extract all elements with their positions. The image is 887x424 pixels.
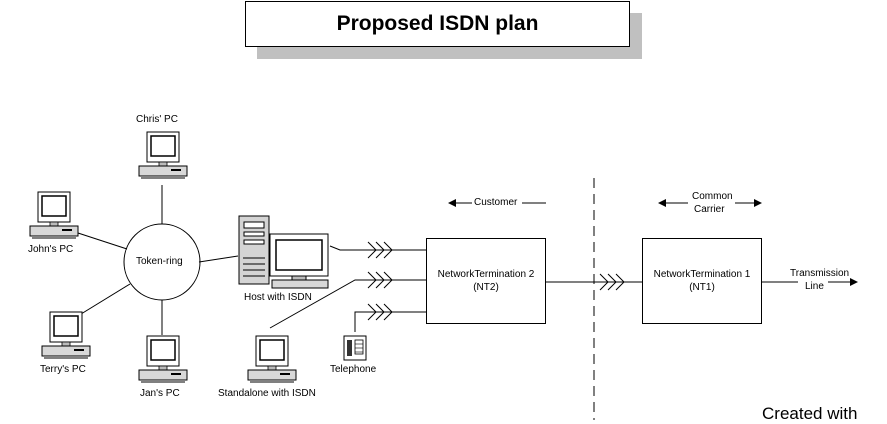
host-computer-icon (238, 215, 329, 289)
transmission-label-line1: Transmission (790, 268, 850, 279)
customer-label: Customer (474, 197, 518, 208)
nt1-code: (NT1) (689, 282, 715, 293)
token-ring-label: Token-ring (136, 256, 183, 267)
nt1-title: NetworkTermination 1 (653, 269, 751, 280)
carrier-label-line1: Common (692, 191, 733, 202)
john-pc-label: John's PC (28, 244, 74, 255)
footer-text: Created with (762, 404, 858, 423)
carrier-label-line2: Carrier (694, 204, 725, 215)
page-title: Proposed ISDN plan (245, 1, 630, 47)
standalone-label: Standalone with ISDN (218, 388, 316, 399)
nt2-box: NetworkTermination 2 (NT2) (426, 238, 546, 324)
telephone-label: Telephone (330, 364, 377, 375)
terry-pc-icon (41, 311, 91, 359)
chris-pc-icon (138, 131, 188, 179)
jan-pc-icon (138, 335, 188, 383)
john-pc-icon (29, 191, 79, 239)
chris-pc-label: Chris' PC (136, 114, 178, 125)
host-label: Host with ISDN (244, 292, 312, 303)
nt2-title: NetworkTermination 2 (437, 269, 535, 280)
standalone-pc-icon (247, 335, 297, 383)
terry-pc-label: Terry's PC (40, 364, 86, 375)
telephone-icon (343, 335, 367, 361)
jan-pc-label: Jan's PC (140, 388, 180, 399)
transmission-label-line2: Line (805, 281, 824, 292)
nt2-code: (NT2) (473, 282, 499, 293)
nt1-box: NetworkTermination 1 (NT1) (642, 238, 762, 324)
